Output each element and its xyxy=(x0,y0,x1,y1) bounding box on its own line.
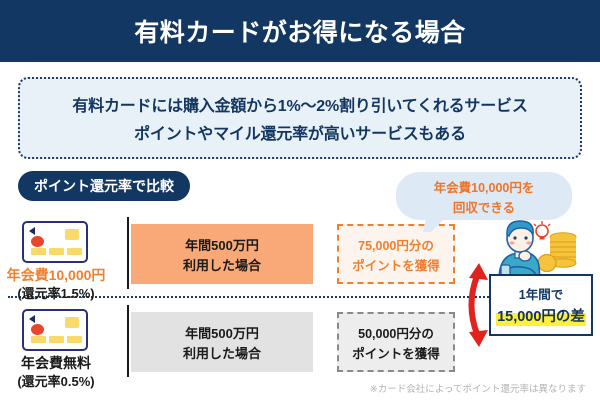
thinking-person-icon xyxy=(498,220,577,281)
lead-line-1: 有料カードには購入金額から1%〜2%割り引いてくれるサービス xyxy=(72,98,528,115)
bubble-line-2: 回収できる xyxy=(452,200,516,215)
footnote: ※カード会社によってポイント還元率は異なります xyxy=(369,384,586,395)
usage-line-1: 年間500万円 xyxy=(185,325,259,341)
row-divider xyxy=(8,296,592,298)
usage-line-1: 年間500万円 xyxy=(185,237,259,253)
row-axis-line xyxy=(127,217,129,289)
usage-line-2: 利用した場合 xyxy=(182,257,261,273)
card-logo-dot-icon xyxy=(31,324,44,335)
page-title: 有料カードがお得になる場合 xyxy=(134,19,466,47)
card-number-block-icon xyxy=(67,336,82,343)
bubble-line-1: 年会費10,000円を xyxy=(433,180,535,195)
double-headed-arrow-icon xyxy=(463,262,493,348)
card-chip-icon xyxy=(65,229,79,240)
annual-fee-label: 年会費無料 xyxy=(21,355,91,371)
comparison-row-free: 年会費無料 (還元率0.5%) 年間500万円 利用した場合 50,000円分の… xyxy=(0,303,600,389)
section-badge: ポイント還元率で比較 xyxy=(18,171,190,201)
card-number-block-icon xyxy=(49,248,64,255)
coin-stack-icon xyxy=(537,232,577,273)
card-number-block-icon xyxy=(67,248,82,255)
annual-fee-label: 年会費10,000円 xyxy=(6,267,106,283)
usage-bar-paid: 年間500万円 利用した場合 xyxy=(131,224,313,284)
comparison-row-paid: 年会費10,000円 (還元率1.5%) 年間500万円 利用した場合 75,0… xyxy=(0,215,600,301)
result-period-label: 1年間で xyxy=(518,288,564,302)
page-header: 有料カードがお得になる場合 xyxy=(0,0,600,62)
result-difference-label: 15,000円の差 xyxy=(496,305,586,326)
usage-bar-free: 年間500万円 利用した場合 xyxy=(131,312,313,372)
points-result-free: 50,000円分の ポイントを獲得 xyxy=(337,312,455,372)
points-line-2: ポイントを獲得 xyxy=(352,258,440,273)
illustration-group xyxy=(485,218,590,281)
points-line-1: 50,000円分の xyxy=(358,326,434,341)
card-number-block-icon xyxy=(49,336,64,343)
reward-rate-label: (還元率0.5%) xyxy=(17,374,95,389)
lead-line-2: ポイントやマイル還元率が高いサービスもある xyxy=(134,126,466,143)
points-result-paid: 75,000円分の ポイントを獲得 xyxy=(337,224,455,284)
credit-card-icon xyxy=(22,221,88,263)
credit-card-icon xyxy=(22,309,88,351)
card-logo-dot-icon xyxy=(31,236,44,247)
card-contactless-icon xyxy=(29,315,35,323)
usage-line-2: 利用した場合 xyxy=(182,345,261,361)
result-summary-box: 1年間で 15,000円の差 xyxy=(489,274,593,336)
card-contactless-icon xyxy=(29,227,35,235)
card-number-block-icon xyxy=(31,336,46,343)
points-line-2: ポイントを獲得 xyxy=(352,346,440,361)
speech-bubble: 年会費10,000円を 回収できる xyxy=(396,172,572,220)
reward-rate-label: (還元率1.5%) xyxy=(17,286,95,301)
section-badge-label: ポイント還元率で比較 xyxy=(34,178,174,194)
lightbulb-icon xyxy=(533,221,551,240)
card-number-block-icon xyxy=(31,248,46,255)
lead-callout: 有料カードには購入金額から1%〜2%割り引いてくれるサービス ポイントやマイル還… xyxy=(18,77,582,159)
row-axis-line xyxy=(127,305,129,377)
card-chip-icon xyxy=(65,317,79,328)
points-line-1: 75,000円分の xyxy=(358,238,434,253)
